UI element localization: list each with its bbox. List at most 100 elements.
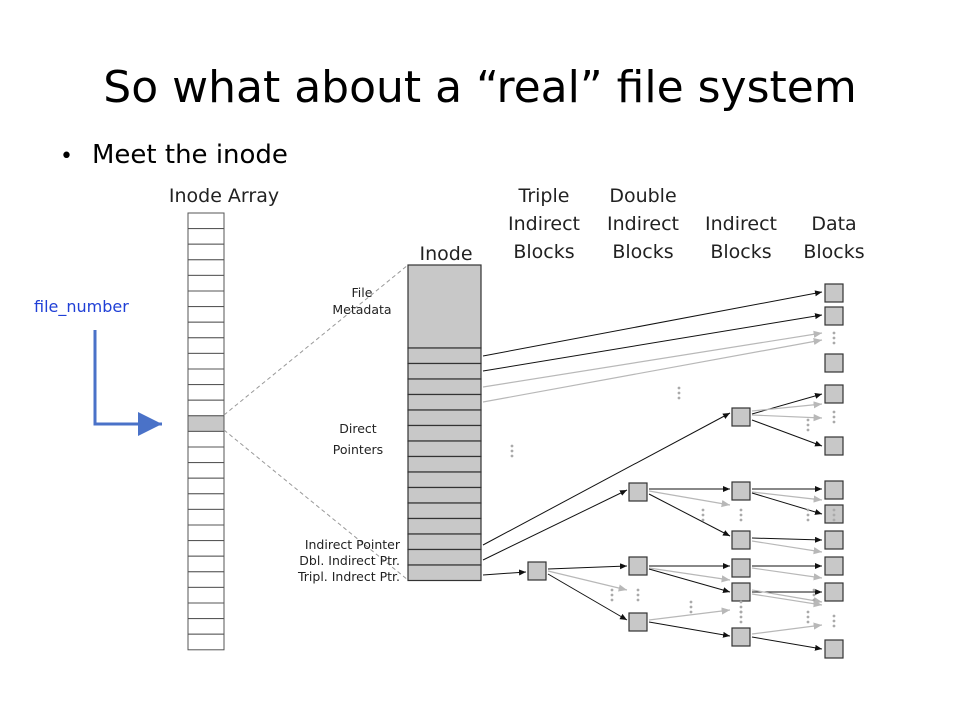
pointer-arrow — [751, 636, 823, 651]
ellipsis-dot — [610, 593, 614, 597]
inode-array-cell — [187, 274, 225, 292]
label-indirect-pointer: Indirect Pointer — [305, 537, 401, 552]
inode-array-cell — [187, 508, 225, 526]
pointer-arrow — [751, 593, 823, 608]
inode-array-cell — [187, 384, 225, 401]
ellipsis-dot — [739, 600, 743, 604]
ellipsis-dot — [832, 518, 836, 522]
inode-pointer-slot — [407, 564, 482, 582]
ellipsis-dot — [677, 386, 681, 390]
pointer-arrow — [482, 412, 731, 546]
ellipsis-dot — [806, 428, 810, 432]
inode-pointer-slot — [407, 409, 482, 427]
indirect-block — [731, 407, 751, 427]
pointer-arrow — [648, 621, 731, 638]
data-block — [824, 306, 844, 326]
double-indirect-block — [628, 482, 648, 502]
pointer-arrow — [648, 568, 731, 593]
inode-pointer-slot — [407, 486, 482, 504]
inode-array-cell — [187, 321, 225, 339]
pointer-arrow — [751, 589, 823, 605]
label-file-metadata-1: File — [352, 285, 373, 300]
pointer-arrow — [482, 569, 527, 576]
double-indirect-block — [628, 612, 648, 632]
pointer-arrow — [547, 563, 628, 570]
ellipsis-dot — [806, 610, 810, 614]
inode-array-cell — [187, 243, 225, 261]
header-triple-3: Blocks — [513, 241, 574, 263]
pointer-arrow — [751, 491, 823, 503]
inode-pointer-slot — [407, 533, 482, 551]
ellipsis-dot — [832, 624, 836, 628]
bullet-item: •Meet the inode — [60, 140, 288, 170]
ellipsis-dot — [677, 391, 681, 395]
inode-array-cell — [187, 462, 225, 479]
inode-array-cell — [187, 524, 225, 542]
pointer-arrow — [751, 401, 823, 412]
inode-array-cell — [187, 571, 225, 588]
ellipsis-dot — [832, 341, 836, 345]
ellipsis-dot — [510, 449, 514, 453]
inode-array-cell — [187, 493, 225, 510]
ellipsis-dot — [636, 593, 640, 597]
label-dbl-indirect-ptr: Dbl. Indirect Ptr. — [299, 553, 400, 568]
inode-pointer-slot — [407, 502, 482, 520]
ellipsis-dot — [832, 410, 836, 414]
ellipsis-dot — [636, 598, 640, 602]
ellipsis-dot — [806, 508, 810, 512]
inode-pointer-slot — [407, 378, 482, 396]
ellipsis-dot — [739, 605, 743, 609]
pointer-arrow — [648, 493, 731, 537]
ellipsis-dot — [689, 610, 693, 614]
ellipsis-dot — [701, 518, 705, 522]
pointer-arrow — [547, 570, 628, 592]
ellipsis-dot — [739, 518, 743, 522]
pointer-arrow — [751, 622, 823, 635]
inode-array-cell — [187, 290, 225, 308]
zoom-line-top — [223, 264, 409, 416]
ellipsis-dot — [610, 588, 614, 592]
file-number-label: file_number — [34, 297, 129, 317]
header-triple-2: Indirect — [508, 213, 580, 235]
ellipsis-dot — [510, 454, 514, 458]
inode-pointer-slot — [407, 393, 482, 411]
inode-block — [407, 264, 482, 582]
header-inode: Inode — [419, 243, 472, 265]
double-indirect-block — [628, 556, 648, 576]
ellipsis-dot — [812, 598, 816, 602]
ellipsis-dot — [739, 508, 743, 512]
ellipsis-dot — [832, 415, 836, 419]
inode-array-cell — [187, 306, 225, 323]
header-double-3: Blocks — [612, 241, 673, 263]
ellipsis-dot — [701, 508, 705, 512]
inode-pointer-slot — [407, 471, 482, 489]
inode-array-cell-selected — [187, 415, 225, 432]
ellipsis-dot — [812, 593, 816, 597]
inode-array — [187, 212, 225, 651]
inode-pointer-slot — [407, 440, 482, 458]
inode-pointer-slot — [407, 347, 482, 365]
ellipsis-dot — [739, 513, 743, 517]
pointer-arrow — [751, 567, 823, 581]
pointer-arrows — [482, 290, 823, 651]
ellipsis-dot — [510, 444, 514, 448]
data-block — [824, 283, 844, 303]
ellipsis-dot — [610, 598, 614, 602]
ellipsis-dot — [832, 614, 836, 618]
ellipsis-dot — [689, 605, 693, 609]
inode-array-cell — [187, 337, 225, 354]
indirect-block — [731, 627, 751, 647]
indirect-block — [731, 530, 751, 550]
data-block — [824, 556, 844, 576]
header-inode-array: Inode Array — [169, 185, 279, 207]
label-direct-pointers-1: Direct — [339, 421, 377, 436]
data-block — [824, 384, 844, 404]
inode-array-cell — [187, 477, 225, 495]
inode-array-cell — [187, 399, 225, 417]
header-double-2: Indirect — [607, 213, 679, 235]
pointer-arrow — [751, 393, 823, 415]
pointer-arrow — [482, 330, 823, 388]
pointer-arrow — [648, 567, 731, 583]
indirect-block — [731, 558, 751, 578]
pointer-arrow — [751, 536, 823, 543]
